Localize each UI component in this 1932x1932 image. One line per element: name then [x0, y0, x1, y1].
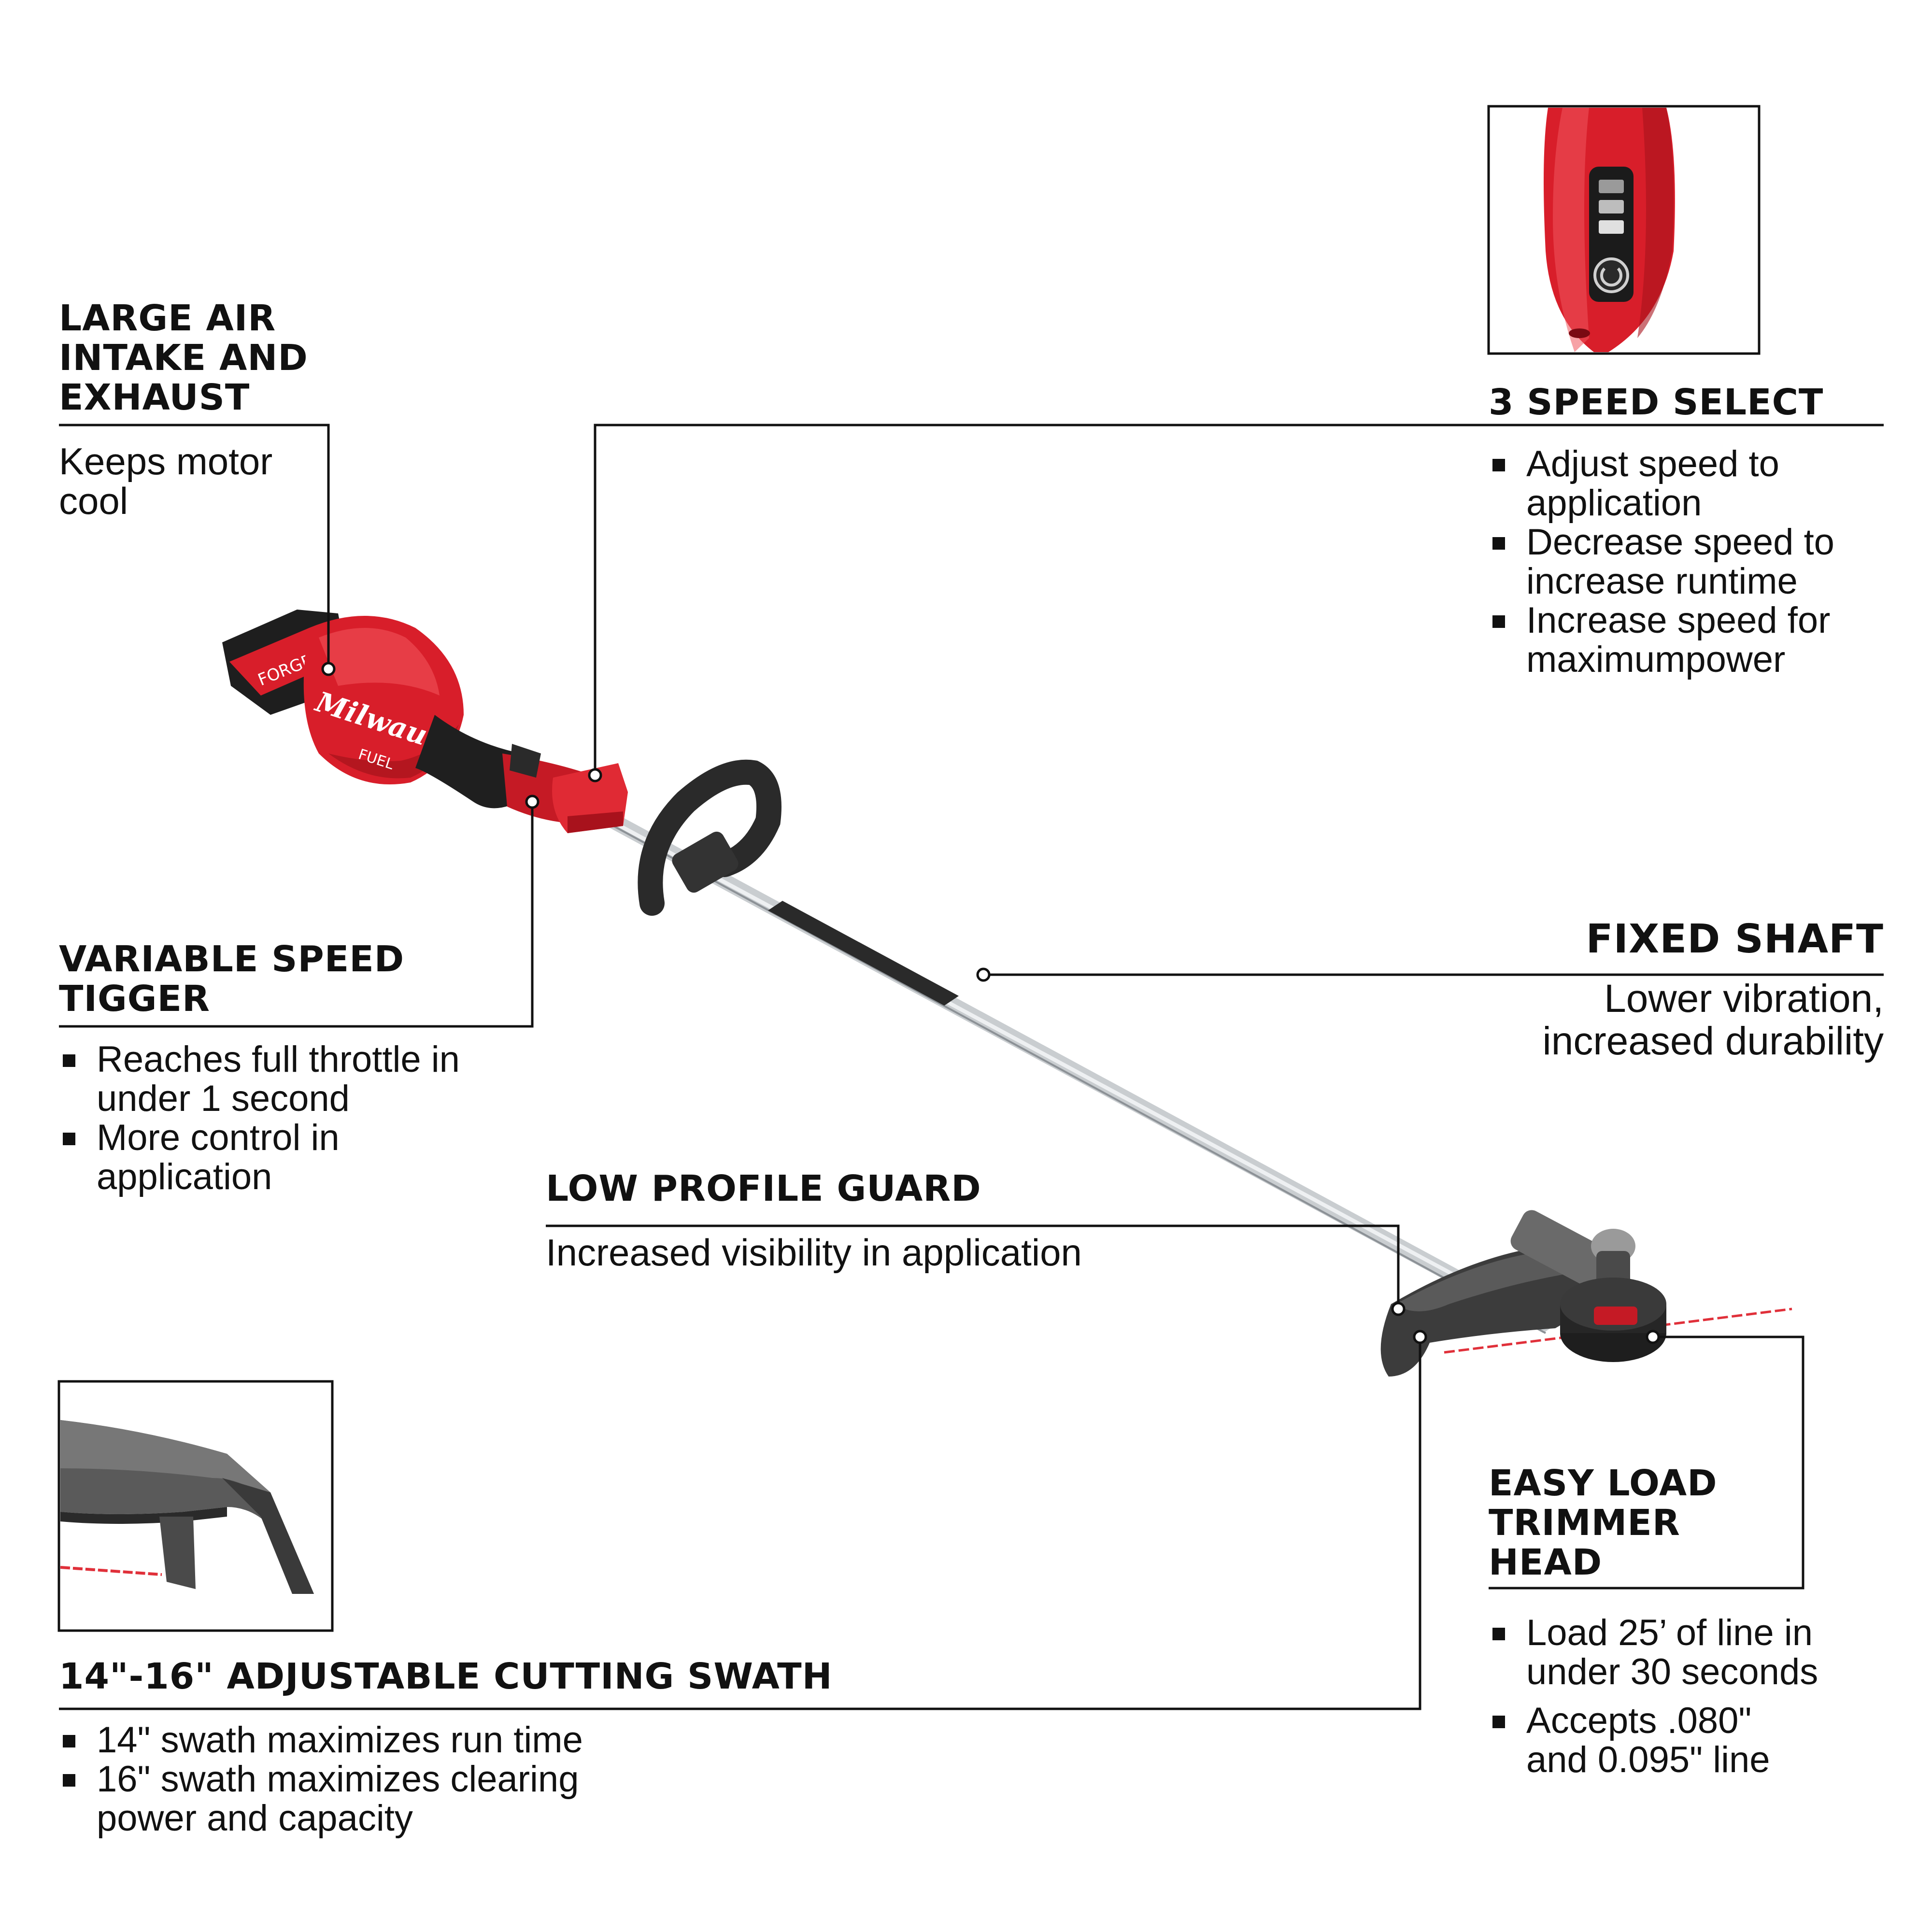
callout-easy-load: EASY LOAD TRIMMER HEAD Load 25’ of line …: [1489, 1463, 1885, 1779]
list-item: 14" swath maximizes run time: [59, 1720, 658, 1760]
callout-fixed-shaft: FIXED SHAFT Lower vibration, increased d…: [1401, 918, 1884, 1063]
list-item: Reaches full throttle in under 1 second: [59, 1040, 474, 1118]
callout-variable-trigger: VARIABLE SPEED TIGGER Reaches full throt…: [59, 939, 474, 1196]
speed-led-2: [1599, 200, 1624, 213]
fixed-shaft-title: FIXED SHAFT: [1586, 916, 1884, 962]
list-item: Load 25’ of line in under 30 seconds: [1489, 1613, 1865, 1691]
speed-select-bullets: Adjust speed to application Decrease spe…: [1489, 444, 1885, 679]
cutting-swath-bullets: 14" swath maximizes run time 16" swath m…: [59, 1720, 658, 1838]
power-head: FORGE Milwaukee FUEL: [222, 610, 628, 833]
variable-trigger-bullets: Reaches full throttle in under 1 second …: [59, 1040, 474, 1196]
list-item: Adjust speed to application: [1489, 444, 1885, 523]
list-item: Increase speed for maximumpower: [1489, 601, 1885, 679]
cutting-swath-title: 14"-16" ADJUSTABLE CUTTING SWATH: [59, 1656, 833, 1697]
leader-lines: [59, 424, 1884, 1710]
low-profile-guard-title: LOW PROFILE GUARD: [546, 1168, 981, 1209]
easy-load-bullets: Load 25’ of line in under 30 seconds Acc…: [1489, 1613, 1865, 1779]
trimmer-head: [1380, 1210, 1792, 1377]
callout-low-profile-guard: LOW PROFILE GUARD Increased visibility i…: [546, 1169, 1319, 1272]
fixed-shaft-description: Lower vibration, increased durability: [1542, 977, 1884, 1063]
air-intake-title: LARGE AIR INTAKE AND EXHAUST: [59, 298, 308, 418]
speed-button-icon: [1593, 257, 1629, 293]
callout-air-intake: LARGE AIR INTAKE AND EXHAUST Keeps motor…: [59, 298, 329, 521]
list-item: More control in application: [59, 1118, 406, 1196]
list-item: Decrease speed to increase runtime: [1489, 523, 1885, 601]
list-item: 16" swath maximizes clearing power and c…: [59, 1760, 647, 1838]
speed-led-1: [1599, 180, 1624, 193]
callout-cutting-swath: 14"-16" ADJUSTABLE CUTTING SWATH 14" swa…: [59, 1657, 977, 1838]
guard-closeup-inset: [57, 1380, 334, 1632]
speed-select-inset: [1487, 105, 1761, 355]
list-item: Accepts .080" and 0.095" line: [1489, 1701, 1816, 1779]
speed-select-title: 3 SPEED SELECT: [1489, 382, 1824, 423]
callout-speed-select: 3 SPEED SELECT Adjust speed to applicati…: [1489, 383, 1885, 679]
d-handle: [638, 759, 781, 916]
air-intake-description: Keeps motor cool: [59, 440, 273, 522]
speed-led-3: [1599, 220, 1624, 234]
variable-trigger-title: VARIABLE SPEED TIGGER: [59, 938, 405, 1020]
trigger: [510, 744, 541, 778]
low-profile-guard-description: Increased visibility in application: [546, 1231, 1082, 1274]
fixed-shaft: [606, 816, 1558, 1334]
easy-load-title: EASY LOAD TRIMMER HEAD: [1489, 1463, 1718, 1583]
leader-dots: [321, 662, 1660, 1344]
